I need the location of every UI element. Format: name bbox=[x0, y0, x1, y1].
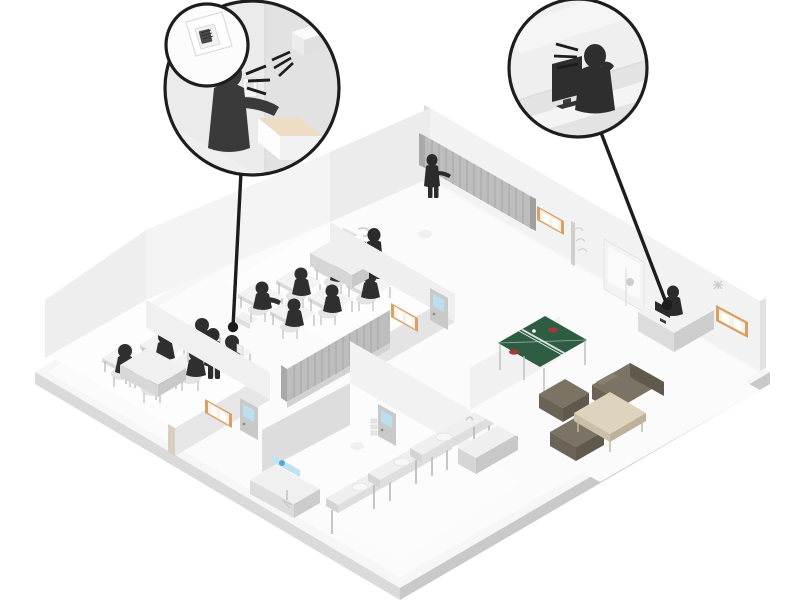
wall-left-outer bbox=[45, 230, 146, 358]
bulletin-board-d bbox=[716, 305, 748, 338]
classroom-west-furniture bbox=[102, 318, 252, 403]
door-corridor-b[interactable] bbox=[240, 398, 258, 440]
bench-sink bbox=[351, 482, 369, 492]
teacher-lab-station bbox=[250, 455, 320, 518]
callout-1-sound-waves-speaker bbox=[271, 50, 294, 77]
fume-hood bbox=[458, 417, 518, 474]
wall-back-right-end bbox=[760, 298, 766, 371]
inset-grille-lines bbox=[200, 29, 214, 40]
callout-leader-lines bbox=[227, 129, 673, 333]
callout-1-sound-waves-person bbox=[245, 64, 271, 96]
wall-face-side bbox=[146, 300, 270, 400]
slab-edge-left bbox=[35, 372, 400, 600]
callout-1-ring bbox=[163, 0, 341, 177]
wall-jamb bbox=[168, 424, 175, 456]
lab-wall-left bbox=[262, 383, 350, 472]
slab-floor bbox=[47, 163, 758, 577]
bench-sink bbox=[435, 432, 453, 442]
door-corridor-a[interactable] bbox=[430, 288, 448, 330]
bench-sink bbox=[393, 457, 411, 467]
leader-dot-callout-1 bbox=[227, 321, 239, 333]
student-silhouette-group bbox=[253, 253, 380, 327]
student-silhouette bbox=[285, 298, 304, 327]
callout-1-inset-wall-plate bbox=[164, 2, 250, 88]
wall-sink-small bbox=[350, 442, 364, 450]
door-lab[interactable] bbox=[378, 404, 396, 446]
display-case bbox=[603, 238, 645, 313]
callout-2-person-silhouette bbox=[575, 44, 615, 114]
lounge-furniture bbox=[539, 363, 664, 461]
lab-safety-signage bbox=[272, 455, 300, 477]
room-front-office bbox=[638, 280, 748, 352]
coffee-table bbox=[574, 392, 646, 452]
wall-fixture-north bbox=[418, 229, 432, 239]
wall-back-left-return bbox=[330, 108, 430, 222]
callout-2-ring bbox=[507, 0, 649, 139]
classroom-north-floor bbox=[225, 222, 455, 355]
armchair-left bbox=[539, 379, 589, 422]
wall-corridor-side bbox=[330, 222, 455, 322]
eyewash-station bbox=[281, 490, 293, 509]
classroom-north-furniture bbox=[238, 227, 392, 339]
bulletin-board-a bbox=[391, 303, 418, 332]
bench-tap bbox=[465, 416, 474, 421]
callout-office-workstation[interactable] bbox=[506, 0, 654, 144]
locker-bank-upper bbox=[419, 133, 536, 231]
wall-call-station-device bbox=[236, 343, 244, 356]
leader-line-callout-2 bbox=[598, 129, 669, 306]
bulletin-board-b bbox=[205, 399, 232, 428]
student-silhouette bbox=[253, 281, 281, 310]
coat-rack bbox=[571, 221, 588, 266]
ceiling-speaker-device bbox=[236, 312, 258, 329]
room-commons-lounge bbox=[470, 316, 760, 482]
callout-2-sound-waves bbox=[553, 42, 579, 70]
inset-ring bbox=[164, 2, 250, 88]
callout-classroom-intercom[interactable] bbox=[160, 0, 350, 178]
room-classroom-west bbox=[50, 300, 270, 428]
room-classroom-north bbox=[225, 222, 455, 355]
student-silhouette bbox=[323, 284, 342, 313]
teacher-desk bbox=[120, 329, 189, 397]
lab-wall-controls bbox=[370, 418, 378, 436]
paddle-red-a bbox=[509, 349, 519, 355]
corridor-upper bbox=[419, 133, 645, 313]
leader-dot-callout-2 bbox=[661, 299, 673, 311]
bulletin-board-c bbox=[537, 206, 564, 235]
ping-pong-ball bbox=[532, 329, 536, 333]
student-silhouette bbox=[292, 267, 311, 296]
callout-2-scene bbox=[509, 0, 647, 137]
ping-pong-table bbox=[497, 316, 588, 392]
student-at-lockers bbox=[424, 154, 451, 198]
alert-indicator-icon bbox=[713, 280, 723, 290]
paddle-red-b bbox=[548, 327, 558, 333]
lab-wall-right bbox=[350, 341, 470, 452]
leader-line-callout-1 bbox=[231, 171, 243, 328]
